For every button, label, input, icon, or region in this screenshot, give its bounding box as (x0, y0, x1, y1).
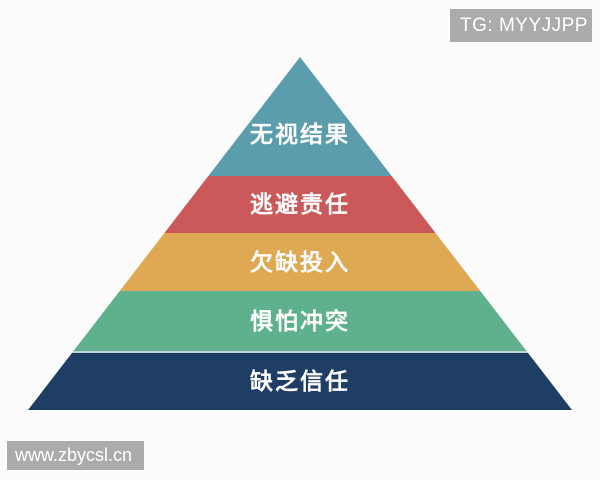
pyramid-level-1-label: 无视结果 (250, 121, 350, 147)
watermark-bottom-left-text: www.zbycsl.cn (15, 445, 133, 465)
pyramid-level-4: 惧怕冲突 (28, 291, 572, 351)
pyramid-level-5: 缺乏信任 (28, 351, 572, 410)
pyramid-level-5-label: 缺乏信任 (250, 368, 350, 394)
watermark-top-right-text: TG: MYYJJPP (460, 14, 588, 36)
pyramid-level-2: 逃避责任 (28, 176, 572, 233)
pyramid-level-3-label: 欠缺投入 (250, 248, 350, 275)
watermark-top-right: TG: MYYJJPP (450, 9, 592, 42)
pyramid-level-3: 欠缺投入 (28, 233, 572, 291)
pyramid-level-1: 无视结果 (28, 57, 572, 176)
pyramid-level-4-label: 惧怕冲突 (250, 307, 350, 334)
watermark-bottom-left: www.zbycsl.cn (7, 441, 144, 470)
five-level-pyramid: 无视结果 逃避责任 欠缺投入 惧怕冲突 缺乏信任 (28, 57, 572, 410)
pyramid-level-2-label: 逃避责任 (250, 191, 350, 217)
